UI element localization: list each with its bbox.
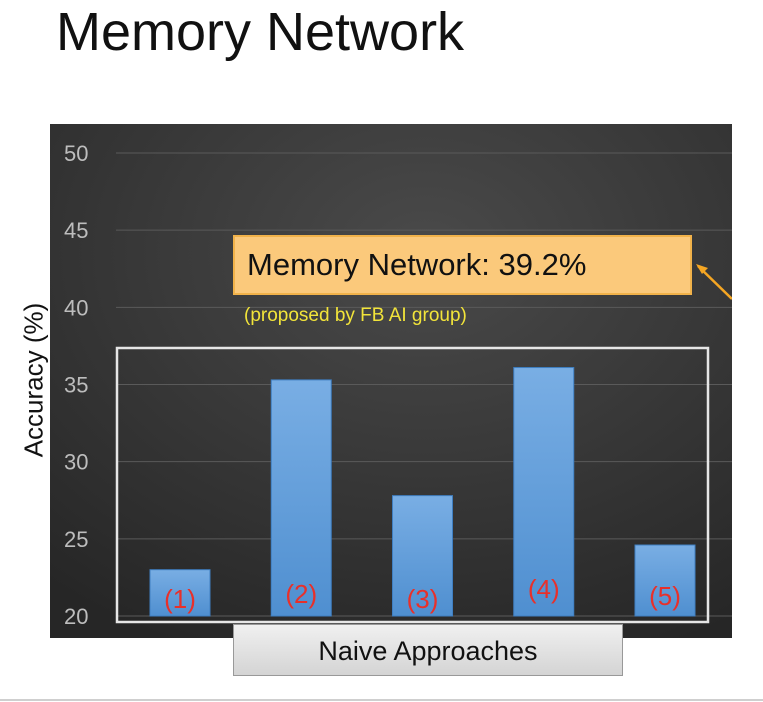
chart-background bbox=[50, 124, 732, 638]
bar-label-5: (5) bbox=[649, 581, 681, 611]
y-tick-label: 25 bbox=[64, 527, 88, 552]
chart-plot-area: 20 25 30 35 40 45 50 (1) (2) (3) (4) (5) bbox=[50, 124, 732, 638]
y-tick-label: 40 bbox=[64, 295, 88, 320]
callout-subtext: (proposed by FB AI group) bbox=[244, 305, 467, 326]
bar-3 bbox=[392, 495, 453, 617]
bar-label-3: (3) bbox=[407, 584, 439, 614]
bar-5 bbox=[634, 544, 696, 617]
y-tick-label: 45 bbox=[64, 218, 88, 243]
y-tick-label: 20 bbox=[64, 604, 88, 629]
y-tick-label: 30 bbox=[64, 450, 88, 475]
bar-1 bbox=[149, 569, 211, 617]
y-tick-label: 35 bbox=[64, 373, 88, 398]
y-tick-label: 50 bbox=[64, 141, 88, 166]
bar-label-2: (2) bbox=[285, 579, 317, 609]
callout-arrow-head bbox=[696, 264, 708, 274]
y-axis-label-container: Accuracy (%) bbox=[4, 290, 64, 470]
slide-title: Memory Network bbox=[56, 2, 465, 62]
y-axis-label: Accuracy (%) bbox=[18, 302, 49, 458]
bar-2 bbox=[270, 379, 332, 617]
slide-bottom-divider bbox=[0, 699, 763, 701]
bar-label-4: (4) bbox=[528, 574, 560, 604]
bar-4 bbox=[513, 367, 575, 617]
memory-network-callout: Memory Network: 39.2% bbox=[233, 235, 692, 295]
naive-approaches-frame bbox=[115, 346, 710, 624]
bar-label-1: (1) bbox=[164, 584, 196, 614]
x-axis-label-box: Naive Approaches bbox=[233, 624, 623, 676]
